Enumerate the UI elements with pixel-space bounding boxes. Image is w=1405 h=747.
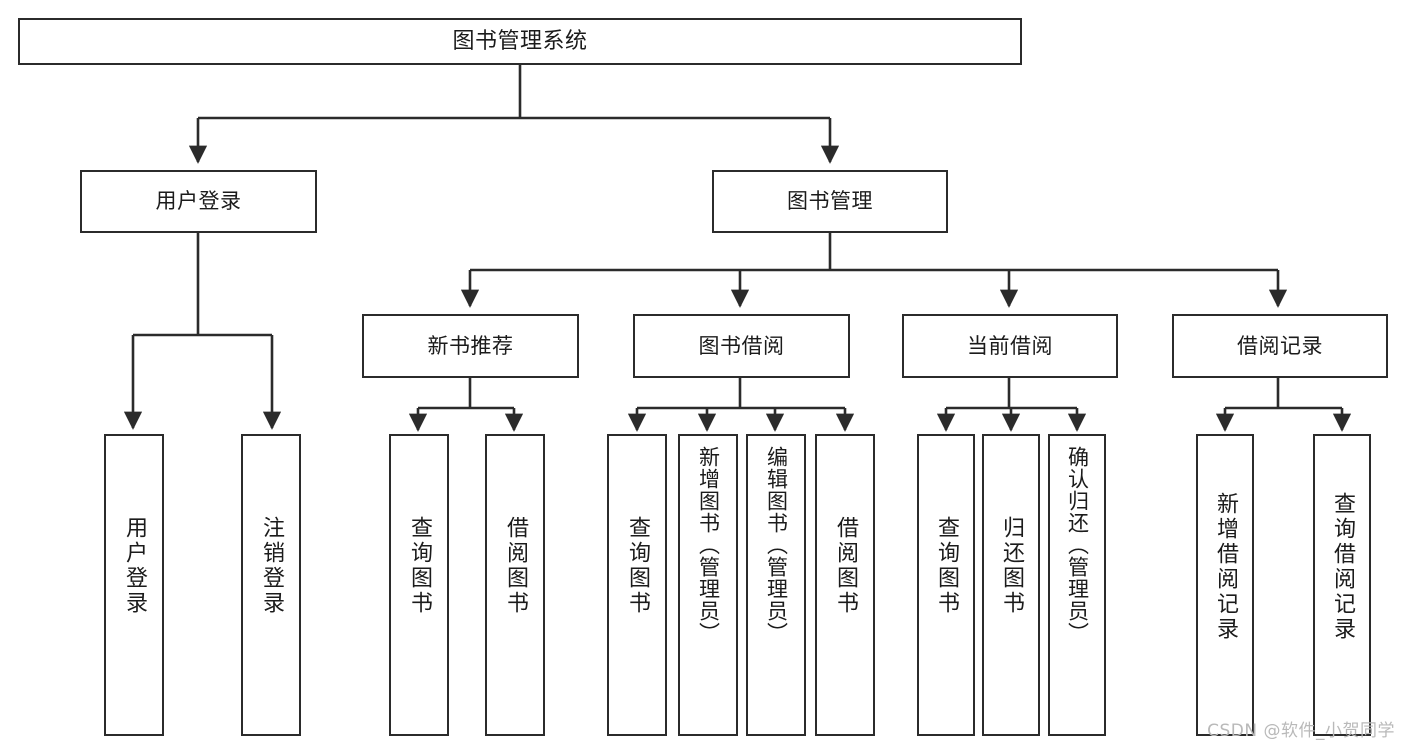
node-leaf-search-book-current[interactable]: 查询图书 xyxy=(917,434,975,736)
node-new-book-recommend[interactable]: 新书推荐 xyxy=(362,314,579,378)
node-root-book-management-system[interactable]: 图书管理系统 xyxy=(18,18,1022,65)
node-label: 编辑图书（管理员） xyxy=(764,446,789,644)
node-user-login[interactable]: 用户登录 xyxy=(80,170,317,233)
node-label: 注销登录 xyxy=(259,516,284,616)
node-label: 图书借阅 xyxy=(698,333,785,358)
node-label: 归还图书 xyxy=(999,516,1024,616)
node-leaf-add-borrow-record[interactable]: 新增借阅记录 xyxy=(1196,434,1254,736)
node-label: 查询图书 xyxy=(407,516,432,616)
node-leaf-edit-book-admin[interactable]: 编辑图书（管理员） xyxy=(746,434,806,736)
node-label: 查询图书 xyxy=(934,516,959,616)
node-label: 新书推荐 xyxy=(427,333,514,358)
node-leaf-search-book-recommend[interactable]: 查询图书 xyxy=(389,434,449,736)
node-label: 当前借阅 xyxy=(967,333,1053,358)
node-book-management[interactable]: 图书管理 xyxy=(712,170,948,233)
node-label: 查询图书 xyxy=(625,516,650,616)
node-label: 借阅记录 xyxy=(1237,333,1323,358)
node-label: 新增借阅记录 xyxy=(1213,492,1238,642)
node-label: 确认归还（管理员） xyxy=(1065,446,1090,644)
node-leaf-add-book-admin[interactable]: 新增图书（管理员） xyxy=(678,434,738,736)
node-leaf-return-book[interactable]: 归还图书 xyxy=(982,434,1040,736)
node-borrow-records[interactable]: 借阅记录 xyxy=(1172,314,1388,378)
node-label: 图书管理系统 xyxy=(452,28,588,54)
node-leaf-search-book-borrow[interactable]: 查询图书 xyxy=(607,434,667,736)
node-current-borrow[interactable]: 当前借阅 xyxy=(902,314,1118,378)
node-label: 图书管理 xyxy=(787,189,873,214)
node-leaf-confirm-return-admin[interactable]: 确认归还（管理员） xyxy=(1048,434,1106,736)
node-label: 新增图书（管理员） xyxy=(696,446,721,644)
node-leaf-borrow-book[interactable]: 借阅图书 xyxy=(815,434,875,736)
node-label: 用户登录 xyxy=(122,516,147,616)
watermark-text: CSDN @软件_小贺同学 xyxy=(1207,721,1395,741)
node-leaf-borrow-book-recommend[interactable]: 借阅图书 xyxy=(485,434,545,736)
node-label: 借阅图书 xyxy=(833,516,858,616)
node-leaf-query-borrow-record[interactable]: 查询借阅记录 xyxy=(1313,434,1371,736)
node-leaf-user-login[interactable]: 用户登录 xyxy=(104,434,164,736)
node-label: 用户登录 xyxy=(155,189,242,214)
node-label: 查询借阅记录 xyxy=(1330,492,1355,642)
node-label: 借阅图书 xyxy=(503,516,528,616)
node-book-borrow[interactable]: 图书借阅 xyxy=(633,314,850,378)
node-leaf-logout[interactable]: 注销登录 xyxy=(241,434,301,736)
